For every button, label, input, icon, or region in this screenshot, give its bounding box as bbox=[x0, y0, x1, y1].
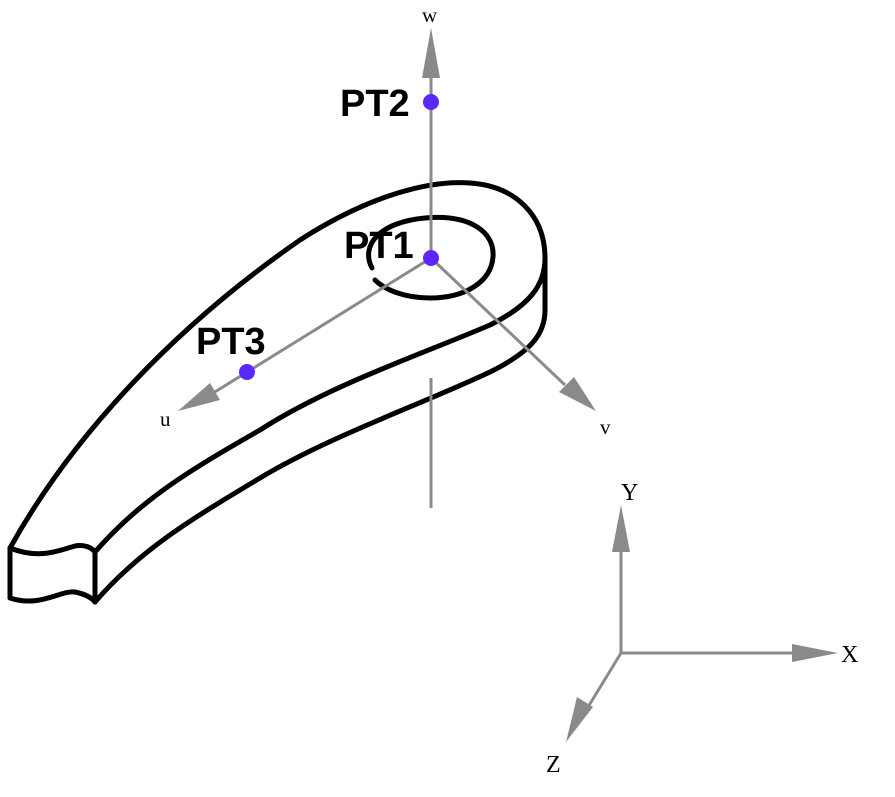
z-axis-label: Z bbox=[546, 752, 561, 778]
pt3-marker bbox=[239, 364, 255, 380]
part-hole bbox=[366, 214, 496, 301]
w-axis-arrowhead bbox=[422, 28, 440, 78]
part-break-edge-top bbox=[7, 543, 98, 557]
part-body bbox=[7, 180, 548, 605]
x-axis-arrowhead bbox=[792, 644, 838, 662]
global-axes-arrowheads bbox=[566, 505, 838, 742]
local-axes-arrowheads bbox=[178, 28, 596, 411]
global-axes bbox=[583, 540, 800, 713]
local-axes bbox=[209, 60, 567, 508]
v-axis-label: v bbox=[600, 415, 611, 439]
pt2-label: PT2 bbox=[340, 83, 410, 125]
u-axis-arrowhead bbox=[178, 383, 220, 411]
part-top-face-outline bbox=[7, 180, 548, 555]
z-axis-arrowhead bbox=[566, 697, 593, 742]
pt1-label: PT1 bbox=[344, 225, 414, 267]
pt1-marker bbox=[423, 250, 439, 266]
v-axis-arrowhead bbox=[559, 377, 596, 411]
y-axis-arrowhead bbox=[612, 505, 630, 552]
pt3-label: PT3 bbox=[196, 321, 266, 363]
v-axis-line bbox=[429, 256, 567, 387]
y-axis-label: Y bbox=[621, 480, 638, 506]
z-axis-line bbox=[583, 652, 623, 713]
x-axis-label: X bbox=[841, 642, 858, 668]
u-axis-label: u bbox=[160, 407, 171, 431]
part-bottom-edge bbox=[92, 307, 548, 605]
pt2-marker bbox=[423, 94, 439, 110]
part-break-edge-bottom bbox=[7, 589, 98, 605]
points bbox=[239, 94, 439, 380]
w-axis-label: w bbox=[422, 3, 438, 27]
